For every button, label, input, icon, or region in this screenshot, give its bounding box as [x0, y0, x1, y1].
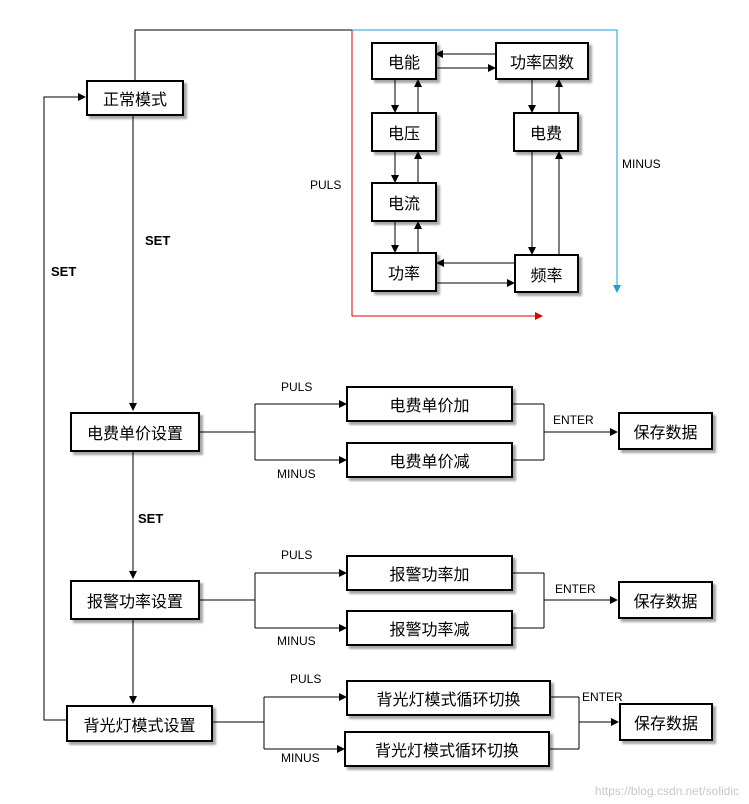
backlight-puls-label: PULS	[290, 672, 322, 686]
set-return-arrow	[43, 93, 86, 721]
minus-loop-label: MINUS	[622, 157, 661, 171]
set-label-2: SET	[138, 511, 164, 526]
power-factor-node: 功率因数	[495, 42, 589, 80]
energy-node: 电能	[371, 42, 437, 80]
alarm-minus-label: MINUS	[277, 634, 316, 648]
price-setting-node: 电费单价设置	[70, 412, 200, 452]
backlight-setting-node: 背光灯模式设置	[66, 705, 213, 742]
watermark: https://blog.csdn.net/solidic	[594, 784, 739, 798]
price-minus-label: MINUS	[277, 467, 316, 481]
alarm-plus-node: 报警功率加	[346, 555, 513, 591]
save-node-1: 保存数据	[618, 412, 713, 450]
current-node: 电流	[371, 182, 437, 222]
set-label-1: SET	[145, 233, 171, 248]
backlight-cycle-node-1: 背光灯模式循环切换	[346, 680, 551, 716]
set-return-label: SET	[51, 264, 77, 279]
power-node: 功率	[371, 252, 437, 292]
save-node-2: 保存数据	[618, 581, 713, 619]
puls-loop-label: PULS	[310, 178, 342, 192]
alarm-setting-node: 报警功率设置	[70, 580, 200, 620]
normal-to-loop-line	[134, 29, 352, 80]
alarm-enter-label: ENTER	[555, 582, 596, 596]
price-plus-node: 电费单价加	[346, 386, 513, 422]
alarm-puls-label: PULS	[281, 548, 313, 562]
price-puls-label: PULS	[281, 380, 313, 394]
backlight-minus-label: MINUS	[281, 751, 320, 765]
price-minus-node: 电费单价减	[346, 442, 513, 478]
cost-node: 电费	[513, 112, 579, 152]
backlight-enter-label: ENTER	[582, 690, 623, 704]
frequency-node: 频率	[514, 254, 579, 293]
alarm-minus-node: 报警功率减	[346, 610, 513, 646]
backlight-cycle-node-2: 背光灯模式循环切换	[344, 731, 550, 767]
minus-loop-line	[352, 29, 621, 293]
puls-loop-line	[351, 30, 543, 320]
normal-mode-node: 正常模式	[86, 80, 184, 116]
price-enter-label: ENTER	[553, 413, 594, 427]
save-node-3: 保存数据	[619, 703, 713, 741]
voltage-node: 电压	[371, 112, 437, 152]
